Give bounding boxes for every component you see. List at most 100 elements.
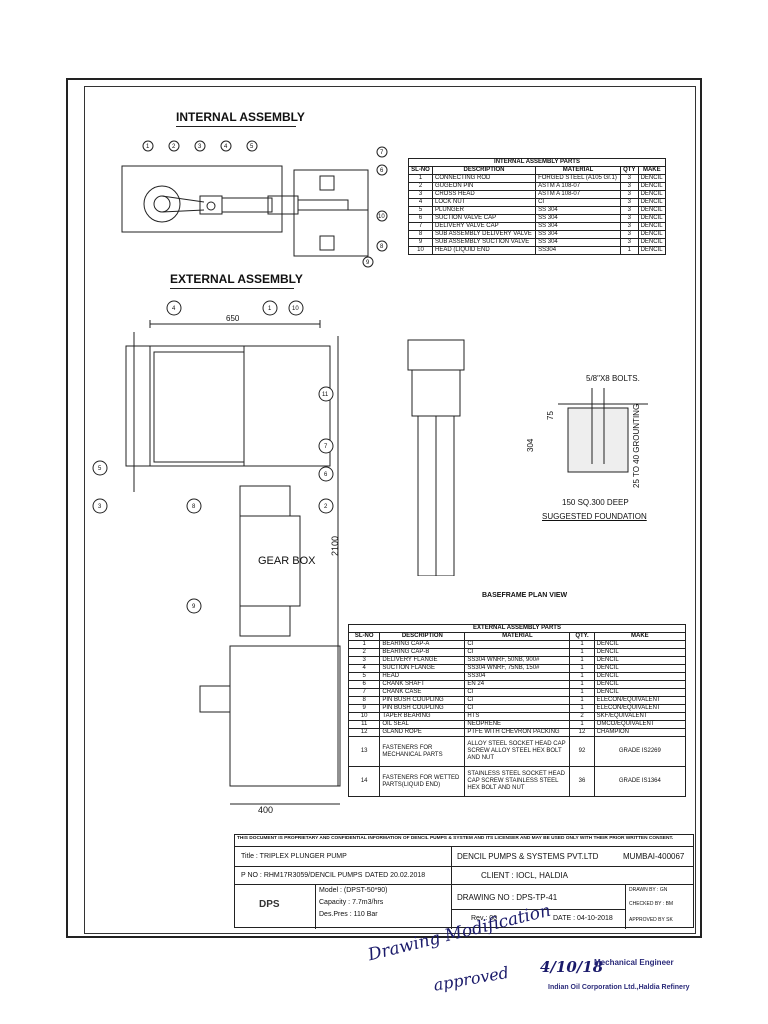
table-cell: 6 — [408, 214, 433, 223]
external-table-title: EXTERNAL ASSEMBLY PARTS — [348, 624, 686, 633]
ext-callout-6-label: 6 — [324, 472, 328, 478]
table-cell: 10 — [347, 712, 381, 721]
row13-qty: 92 — [569, 736, 595, 767]
tb-dated: DATED 20.02.2018 — [365, 872, 426, 879]
table-cell: 6 — [347, 680, 381, 689]
dim-2100: 2100 — [330, 535, 340, 556]
row13-desc: FASTENERS FOR MECHANICAL PARTS — [379, 736, 466, 767]
gear-box-label: GEAR BOX — [258, 555, 316, 567]
callout-7-label: 7 — [380, 150, 384, 156]
table-cell: PIN BUSH COUPLING — [379, 704, 466, 713]
callout-1-label: 1 — [146, 144, 150, 150]
external-assembly-heading: EXTERNAL ASSEMBLY — [170, 272, 303, 286]
ext-callout-7-label: 7 — [324, 444, 328, 450]
table-cell: CI — [464, 640, 571, 649]
table-cell: 1 — [408, 174, 433, 183]
table-cell: 3 — [620, 230, 639, 239]
baseframe-label: BASEFRAME PLAN VIEW — [482, 592, 568, 599]
row14-qty: 36 — [569, 766, 595, 797]
table-cell: DENCIL — [637, 206, 667, 215]
ext-col-qty: QTY. — [569, 632, 595, 641]
table-cell: 10 — [408, 246, 433, 255]
table-cell: FORGED STEEL (A105 Gr.1) — [535, 174, 622, 183]
table-cell: DENCIL — [637, 222, 667, 231]
ext-callout-8-label: 8 — [192, 504, 196, 510]
table-cell: CI — [464, 696, 571, 705]
ext-callout-3: 3 — [92, 498, 108, 514]
callout-7: 7 — [376, 146, 388, 158]
table-cell: 2 — [408, 182, 433, 191]
ext-callout-10: 10 — [288, 300, 304, 316]
table-cell: 9 — [408, 238, 433, 247]
table-cell: 3 — [620, 174, 639, 183]
table-cell: 1 — [569, 688, 595, 697]
table-cell: PLUNGER — [431, 206, 537, 215]
ext-callout-8: 8 — [186, 498, 202, 514]
table-cell: 2 — [569, 712, 595, 721]
table-cell: 1 — [347, 640, 381, 649]
callout-6: 6 — [376, 164, 388, 176]
table-cell: BEARING CAP-A — [379, 640, 466, 649]
ext-callout-9: 9 — [186, 598, 202, 614]
table-cell: 3 — [620, 190, 639, 199]
table-cell: OMCO/EQUIVALENT — [593, 720, 687, 729]
table-cell: 1 — [569, 680, 595, 689]
table-cell: 1 — [569, 664, 595, 673]
callout-1: 1 — [142, 140, 154, 152]
tb-divider-4 — [451, 909, 625, 910]
foundation-dim-304: 304 — [526, 438, 535, 452]
table-cell: DENCIL — [637, 238, 667, 247]
table-cell: SS304 WNRF, 50NB, 900# — [464, 656, 571, 665]
table-cell: 1 — [569, 720, 595, 729]
tb-divider-3 — [625, 885, 626, 929]
row13-make: GRADE IS2269 — [593, 736, 687, 767]
table-cell: 3 — [620, 214, 639, 223]
tb-rev: Rev : 00 — [471, 915, 498, 922]
table-cell: 3 — [347, 656, 381, 665]
tb-city: MUMBAI-400067 — [623, 852, 685, 861]
table-cell: HEAD (LIQUID END — [431, 246, 537, 255]
ext-callout-4-label: 4 — [172, 306, 176, 312]
table-cell: SS304 — [535, 246, 622, 255]
ext-col-make: MAKE — [593, 632, 687, 641]
ext-callout-6: 6 — [318, 466, 334, 482]
tb-drawing-no: DRAWING NO : DPS-TP-41 — [457, 893, 558, 902]
tb-client: CLIENT : IOCL, HALDIA — [481, 871, 568, 880]
table-cell: DENCIL — [637, 182, 667, 191]
internal-table-title: INTERNAL ASSEMBLY PARTS — [408, 158, 666, 167]
foundation-dim-75: 75 — [546, 411, 555, 420]
table-cell: SS 304 — [535, 214, 622, 223]
tb-checked-by: CHECKED BY : BM — [629, 901, 674, 907]
ext-callout-2-label: 2 — [324, 504, 328, 510]
table-cell: DENCIL — [637, 214, 667, 223]
callout-4: 4 — [220, 140, 232, 152]
tb-capacity: Capacity : 7.7m3/hrs — [319, 899, 384, 906]
table-cell: 1 — [569, 656, 595, 665]
table-cell: DENCIL — [637, 198, 667, 207]
table-cell: DENCIL — [593, 688, 687, 697]
table-cell: 8 — [347, 696, 381, 705]
table-cell: CROSS HEAD — [431, 190, 537, 199]
title-block: THIS DOCUMENT IS PROPRIETARY AND CONFIDE… — [234, 834, 694, 929]
ext-callout-11-label: 11 — [322, 392, 329, 398]
table-cell: 7 — [347, 688, 381, 697]
table-cell: 3 — [620, 198, 639, 207]
ext-callout-10-label: 10 — [292, 306, 299, 312]
tb-notice: THIS DOCUMENT IS PROPRIETARY AND CONFIDE… — [237, 836, 674, 841]
table-cell: SS 304 — [535, 222, 622, 231]
ext-callout-9-label: 9 — [192, 604, 196, 610]
callout-3-label: 3 — [198, 144, 202, 150]
table-cell: GUGEON PIN — [431, 182, 537, 191]
table-cell: DENCIL — [637, 230, 667, 239]
table-cell: 7 — [408, 222, 433, 231]
internal-parts-table: INTERNAL ASSEMBLY PARTS SL-NO DESCRIPTIO… — [408, 158, 667, 255]
table-cell: SUCTION FLANGE — [379, 664, 466, 673]
